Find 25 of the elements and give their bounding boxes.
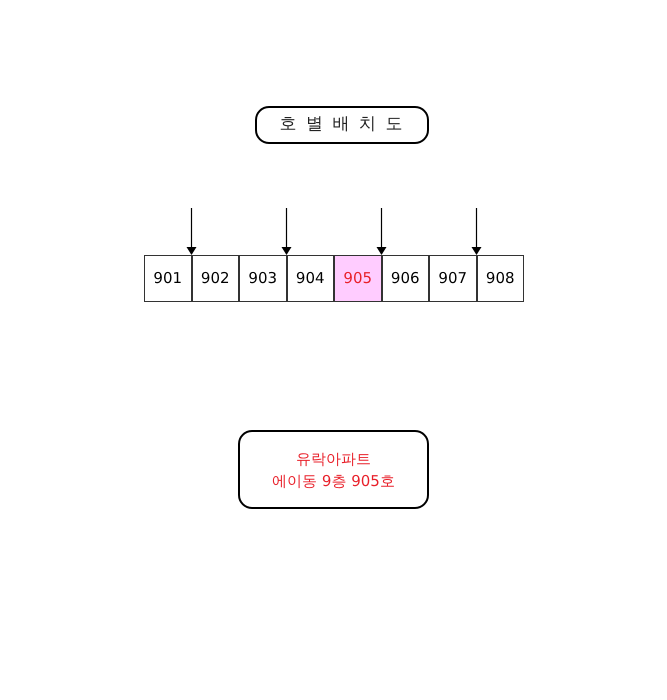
label-text: 유락아파트 <box>296 448 371 470</box>
label-text: 903 <box>248 268 278 290</box>
label-text: 에이동 9층 905호 <box>272 470 395 492</box>
unit-cell <box>429 255 476 302</box>
unit-cell <box>382 255 429 302</box>
label-text: 902 <box>200 268 230 290</box>
arrow <box>186 208 196 255</box>
unit-cell <box>239 255 286 302</box>
label-text: 908 <box>486 268 515 290</box>
unit-cell <box>144 255 192 302</box>
arrow <box>472 208 482 255</box>
arrow <box>376 208 386 255</box>
unit-cell <box>286 255 334 302</box>
info-box <box>238 430 429 509</box>
label-text: 906 <box>390 268 420 290</box>
highlighted-unit-cell <box>334 255 382 302</box>
unit-cell <box>192 255 239 302</box>
label-text: 904 <box>296 268 325 290</box>
label-text: 905 <box>343 268 372 290</box>
arrow <box>282 208 292 255</box>
unit-cell <box>476 255 524 302</box>
label-text: 901 <box>153 268 182 290</box>
title-box <box>255 106 429 144</box>
label-text: 907 <box>438 268 468 290</box>
label-text: 호 별 배 치 도 <box>280 113 404 136</box>
